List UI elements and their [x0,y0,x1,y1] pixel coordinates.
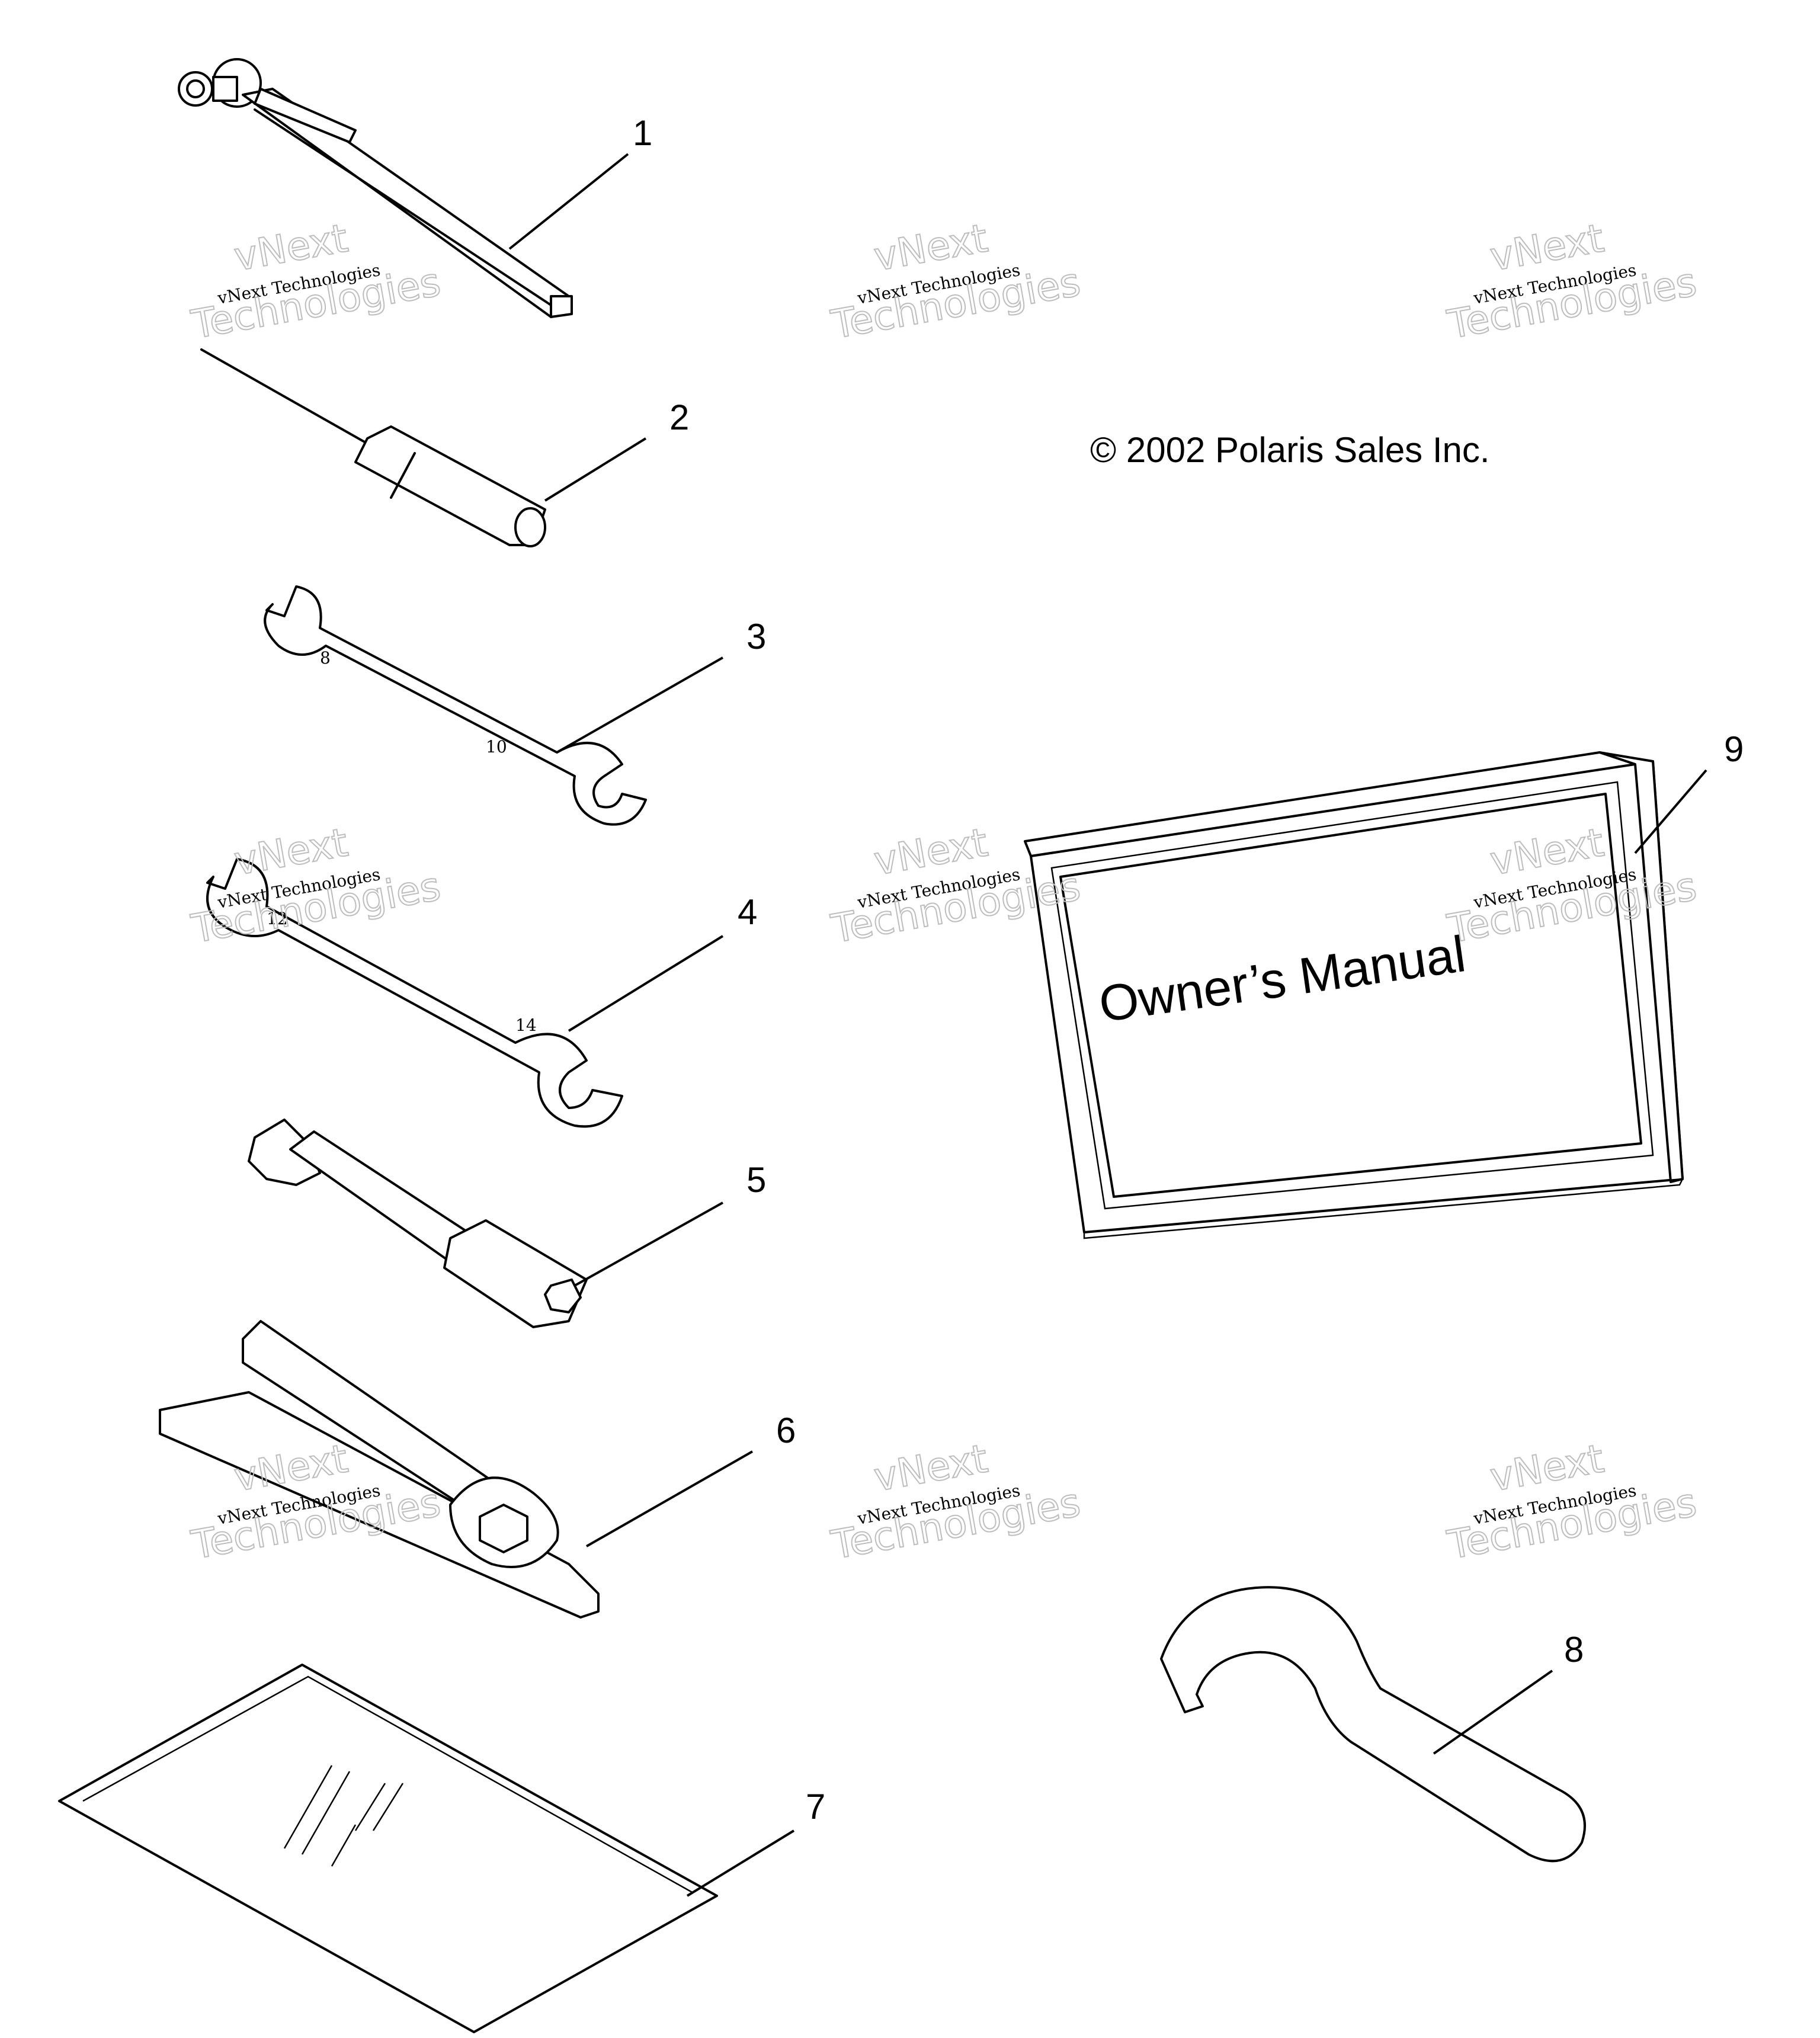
watermark-1: vNext vNext Technologies Technologies [187,214,444,348]
watermark-9: vNext vNext Technologies Technologies [1443,1435,1700,1569]
wrench-size-14: 14 [515,1015,537,1035]
watermark-3: vNext vNext Technologies Technologies [1443,214,1700,348]
owners-manual: Owner’s Manual [1024,751,1684,1239]
callout-9: 9 [1724,729,1744,769]
watermark-4: vNext vNext Technologies Technologies [187,819,444,953]
callout-1: 1 [633,113,652,153]
copyright-text: © 2002 Polaris Sales Inc. [1090,430,1490,470]
spark-plug-socket [248,1119,588,1328]
wrench-size-8: 8 [320,648,331,668]
callout-8: 8 [1564,1630,1584,1670]
tire-pressure-gauge [178,58,573,318]
watermark-2: vNext vNext Technologies Technologies [827,214,1084,348]
combination-tool [159,1320,600,1619]
screwdriver [200,348,546,547]
callout-5: 5 [746,1160,766,1200]
callout-7: 7 [806,1787,825,1826]
wrench-size-12: 12 [267,909,288,928]
callout-2: 2 [669,398,689,437]
tool-bag [58,1664,718,2033]
spanner-wrench [1160,1586,1586,1863]
callout-3: 3 [746,617,766,656]
open-end-wrench-small: 8 10 [264,585,647,826]
callout-4: 4 [738,892,757,932]
open-end-wrench-large: 12 14 [206,858,623,1128]
wrench-size-10: 10 [486,737,507,757]
watermark-8: vNext vNext Technologies Technologies [827,1435,1084,1569]
callout-6: 6 [776,1411,796,1450]
